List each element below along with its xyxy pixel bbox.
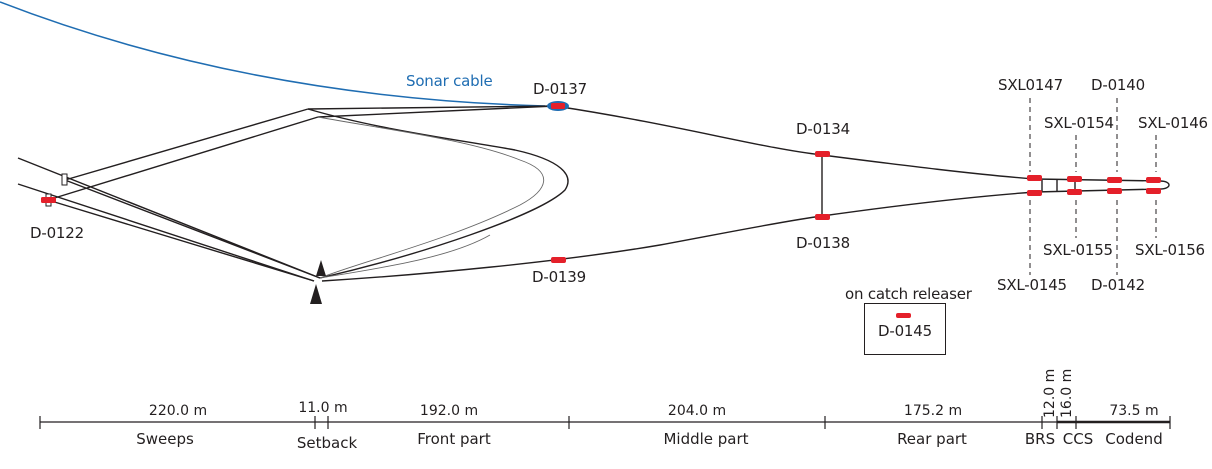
sensor-label-d0122: D-0122 xyxy=(30,224,84,242)
net-front xyxy=(307,105,569,279)
weight-icon xyxy=(310,260,326,304)
sensor-label-d0138: D-0138 xyxy=(796,234,850,252)
sweeps xyxy=(17,108,321,282)
catch-releaser-sensor-label: D-0145 xyxy=(878,322,932,340)
scale-length-ccs: 16.0 m xyxy=(1059,368,1075,418)
scale-name-ccs: CCS xyxy=(1062,430,1094,448)
sensor-label-sxl0155: SXL-0155 xyxy=(1043,241,1113,259)
leader-lines xyxy=(1029,98,1157,275)
sensor-label-d0137: D-0137 xyxy=(533,80,587,98)
sonar-cable xyxy=(0,1,546,107)
scale-name-middle-part: Middle part xyxy=(663,430,749,448)
scale-length-middle-part: 204.0 m xyxy=(667,403,727,419)
sensor-label-sxl0146: SXL-0146 xyxy=(1138,114,1208,132)
scale-length-setback: 11.0 m xyxy=(298,400,348,416)
scale-name-brs: BRS xyxy=(1024,430,1056,448)
scale-length-front-part: 192.0 m xyxy=(419,403,479,419)
scale-length-sweeps: 220.0 m xyxy=(148,403,208,419)
scale-name-sweeps: Sweeps xyxy=(136,430,194,448)
scale-bar xyxy=(39,416,1171,429)
sensor-label-sxl0154: SXL-0154 xyxy=(1044,114,1114,132)
sonar-cable-label: Sonar cable xyxy=(406,72,493,90)
sensor-label-d0139: D-0139 xyxy=(532,268,586,286)
scale-name-setback: Setback xyxy=(296,434,358,452)
sensor-label-d0140: D-0140 xyxy=(1091,76,1145,94)
door-marker-upper xyxy=(61,173,68,186)
sensor-label-sxl0145: SXL-0145 xyxy=(997,276,1067,294)
sensor-label-d0142: D-0142 xyxy=(1091,276,1145,294)
sensor-label-sxl0147: SXL0147 xyxy=(998,76,1063,94)
scale-name-front-part: Front part xyxy=(417,430,491,448)
scale-length-codend: 73.5 m xyxy=(1109,403,1159,419)
scale-length-brs: 12.0 m xyxy=(1042,368,1058,418)
scale-name-rear-part: Rear part xyxy=(897,430,967,448)
catch-releaser-box xyxy=(864,303,946,355)
scale-name-codend: Codend xyxy=(1105,430,1163,448)
sensor-label-sxl0156: SXL-0156 xyxy=(1135,241,1205,259)
sensor-markers xyxy=(41,101,1161,318)
catch-releaser-title: on catch releaser xyxy=(845,285,972,303)
sensor-label-d0134: D-0134 xyxy=(796,120,850,138)
scale-length-rear-part: 175.2 m xyxy=(903,403,963,419)
